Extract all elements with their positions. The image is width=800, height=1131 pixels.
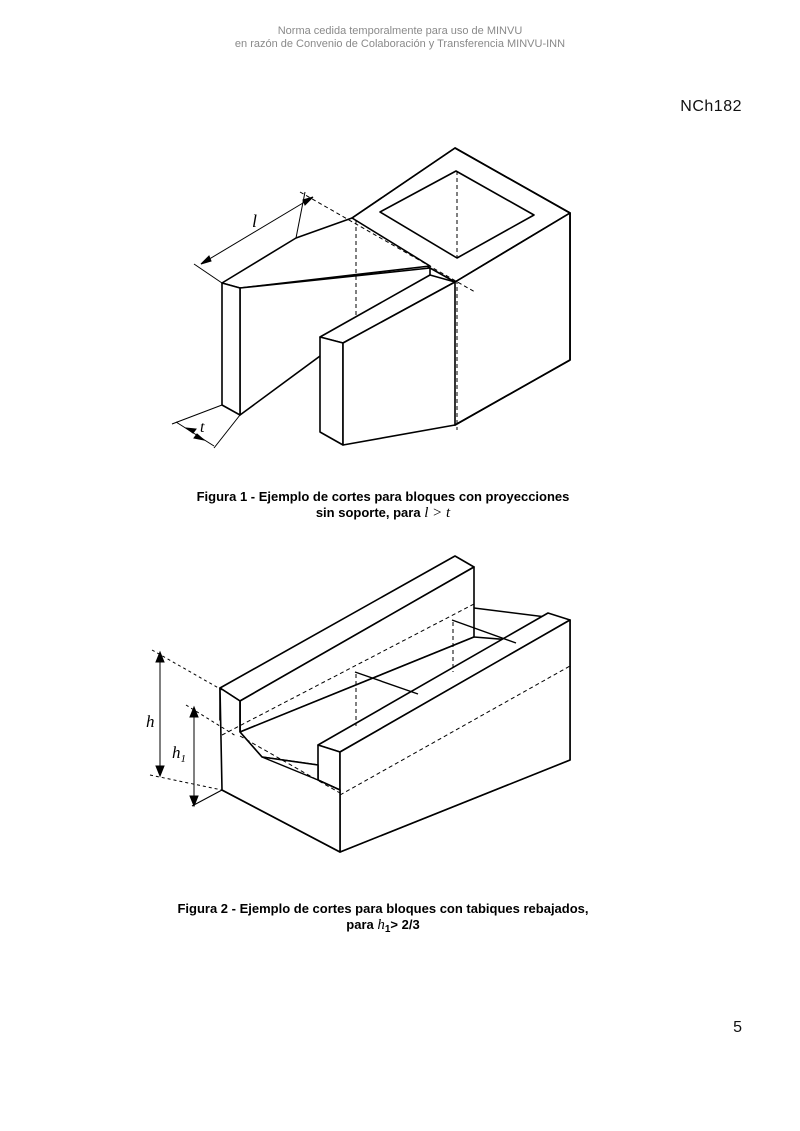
figure-1-caption: Figura 1 - Ejemplo de cortes para bloque… bbox=[0, 489, 783, 521]
figure-2-caption: Figura 2 - Ejemplo de cortes para bloque… bbox=[0, 901, 783, 938]
watermark-line-1: Norma cedida temporalmente para uso de M… bbox=[277, 25, 523, 37]
caption-prefix: sin soporte, para bbox=[315, 505, 425, 520]
figure-2-caption-line-2: para h1> 2/3 bbox=[0, 917, 783, 938]
dimension-label-h: h bbox=[146, 712, 155, 731]
figure-1-drawing: l t bbox=[171, 147, 571, 449]
caption-condition: l > t bbox=[424, 505, 451, 521]
caption-condition: > 2/3 bbox=[390, 917, 420, 932]
figure-1-caption-line-1: Figura 1 - Ejemplo de cortes para bloque… bbox=[196, 489, 570, 504]
page-number: 5 bbox=[733, 1019, 742, 1036]
dimension-label-l: l bbox=[252, 211, 257, 231]
watermark-line-2: en razón de Convenio de Colaboración y T… bbox=[234, 38, 566, 50]
figure-2-caption-line-1: Figura 2 - Ejemplo de cortes para bloque… bbox=[177, 901, 589, 916]
dimension-label-h1: h1 bbox=[172, 743, 186, 765]
document-code: NCh182 bbox=[680, 98, 742, 115]
caption-h: h bbox=[377, 917, 385, 933]
dimension-label-t: t bbox=[200, 419, 205, 436]
figure-2-drawing: h h1 bbox=[146, 555, 571, 853]
caption-prefix: para bbox=[346, 917, 378, 932]
figure-1-caption-line-2: sin soporte, para l > t bbox=[0, 505, 783, 521]
caption-h-subscript: 1 bbox=[384, 924, 391, 935]
